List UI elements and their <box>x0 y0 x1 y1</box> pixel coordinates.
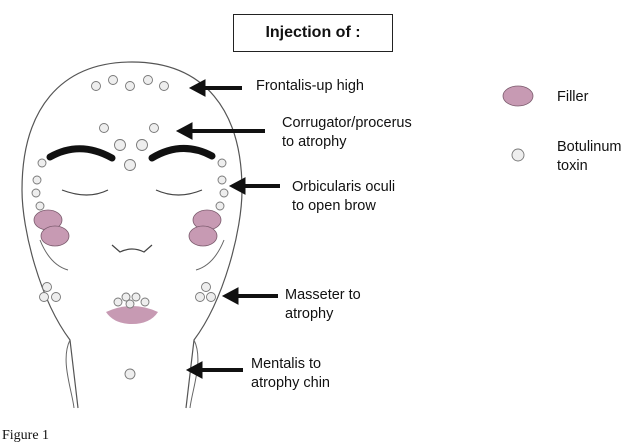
label-masseter: Masseter to atrophy <box>285 287 361 322</box>
arrow-mentalis <box>185 361 243 379</box>
arrow-corrugator <box>175 122 265 140</box>
legend-filler-label: Filler <box>557 89 589 105</box>
cheek-line-left <box>39 239 69 271</box>
figure-caption: Figure 1 <box>2 428 50 443</box>
title-text: Injection of : <box>265 24 361 41</box>
label-frontalis: Frontalis-up high <box>256 78 364 94</box>
neck-left <box>65 339 75 409</box>
eyebrow-left <box>46 145 116 162</box>
label-orbicularis: Orbicularis oculi to open brow <box>292 179 396 214</box>
legend-filler-swatch <box>502 85 534 107</box>
label-mentalis: Mentalis to atrophy chin <box>251 356 330 391</box>
arrows <box>175 79 280 379</box>
cheek-line-right <box>195 239 225 271</box>
eyebrow-right <box>148 144 216 162</box>
cheek-filler-right <box>188 209 222 247</box>
legend-toxin-label: Botulinum toxin <box>557 139 622 174</box>
arrow-orbicularis <box>228 177 280 195</box>
label-corrugator: Corrugator/procerus to atrophy <box>282 115 412 150</box>
lips-filler <box>106 306 158 324</box>
legend-toxin-swatch <box>511 148 525 162</box>
arrow-frontalis <box>188 79 242 97</box>
toxin-dots <box>31 75 229 380</box>
cheek-filler-left <box>33 209 70 247</box>
eye-right <box>155 189 203 196</box>
diagram-title: Injection of : <box>233 14 393 52</box>
nose <box>111 244 153 253</box>
eye-left <box>61 189 109 196</box>
face-outline <box>21 61 243 409</box>
arrow-masseter <box>221 287 278 305</box>
